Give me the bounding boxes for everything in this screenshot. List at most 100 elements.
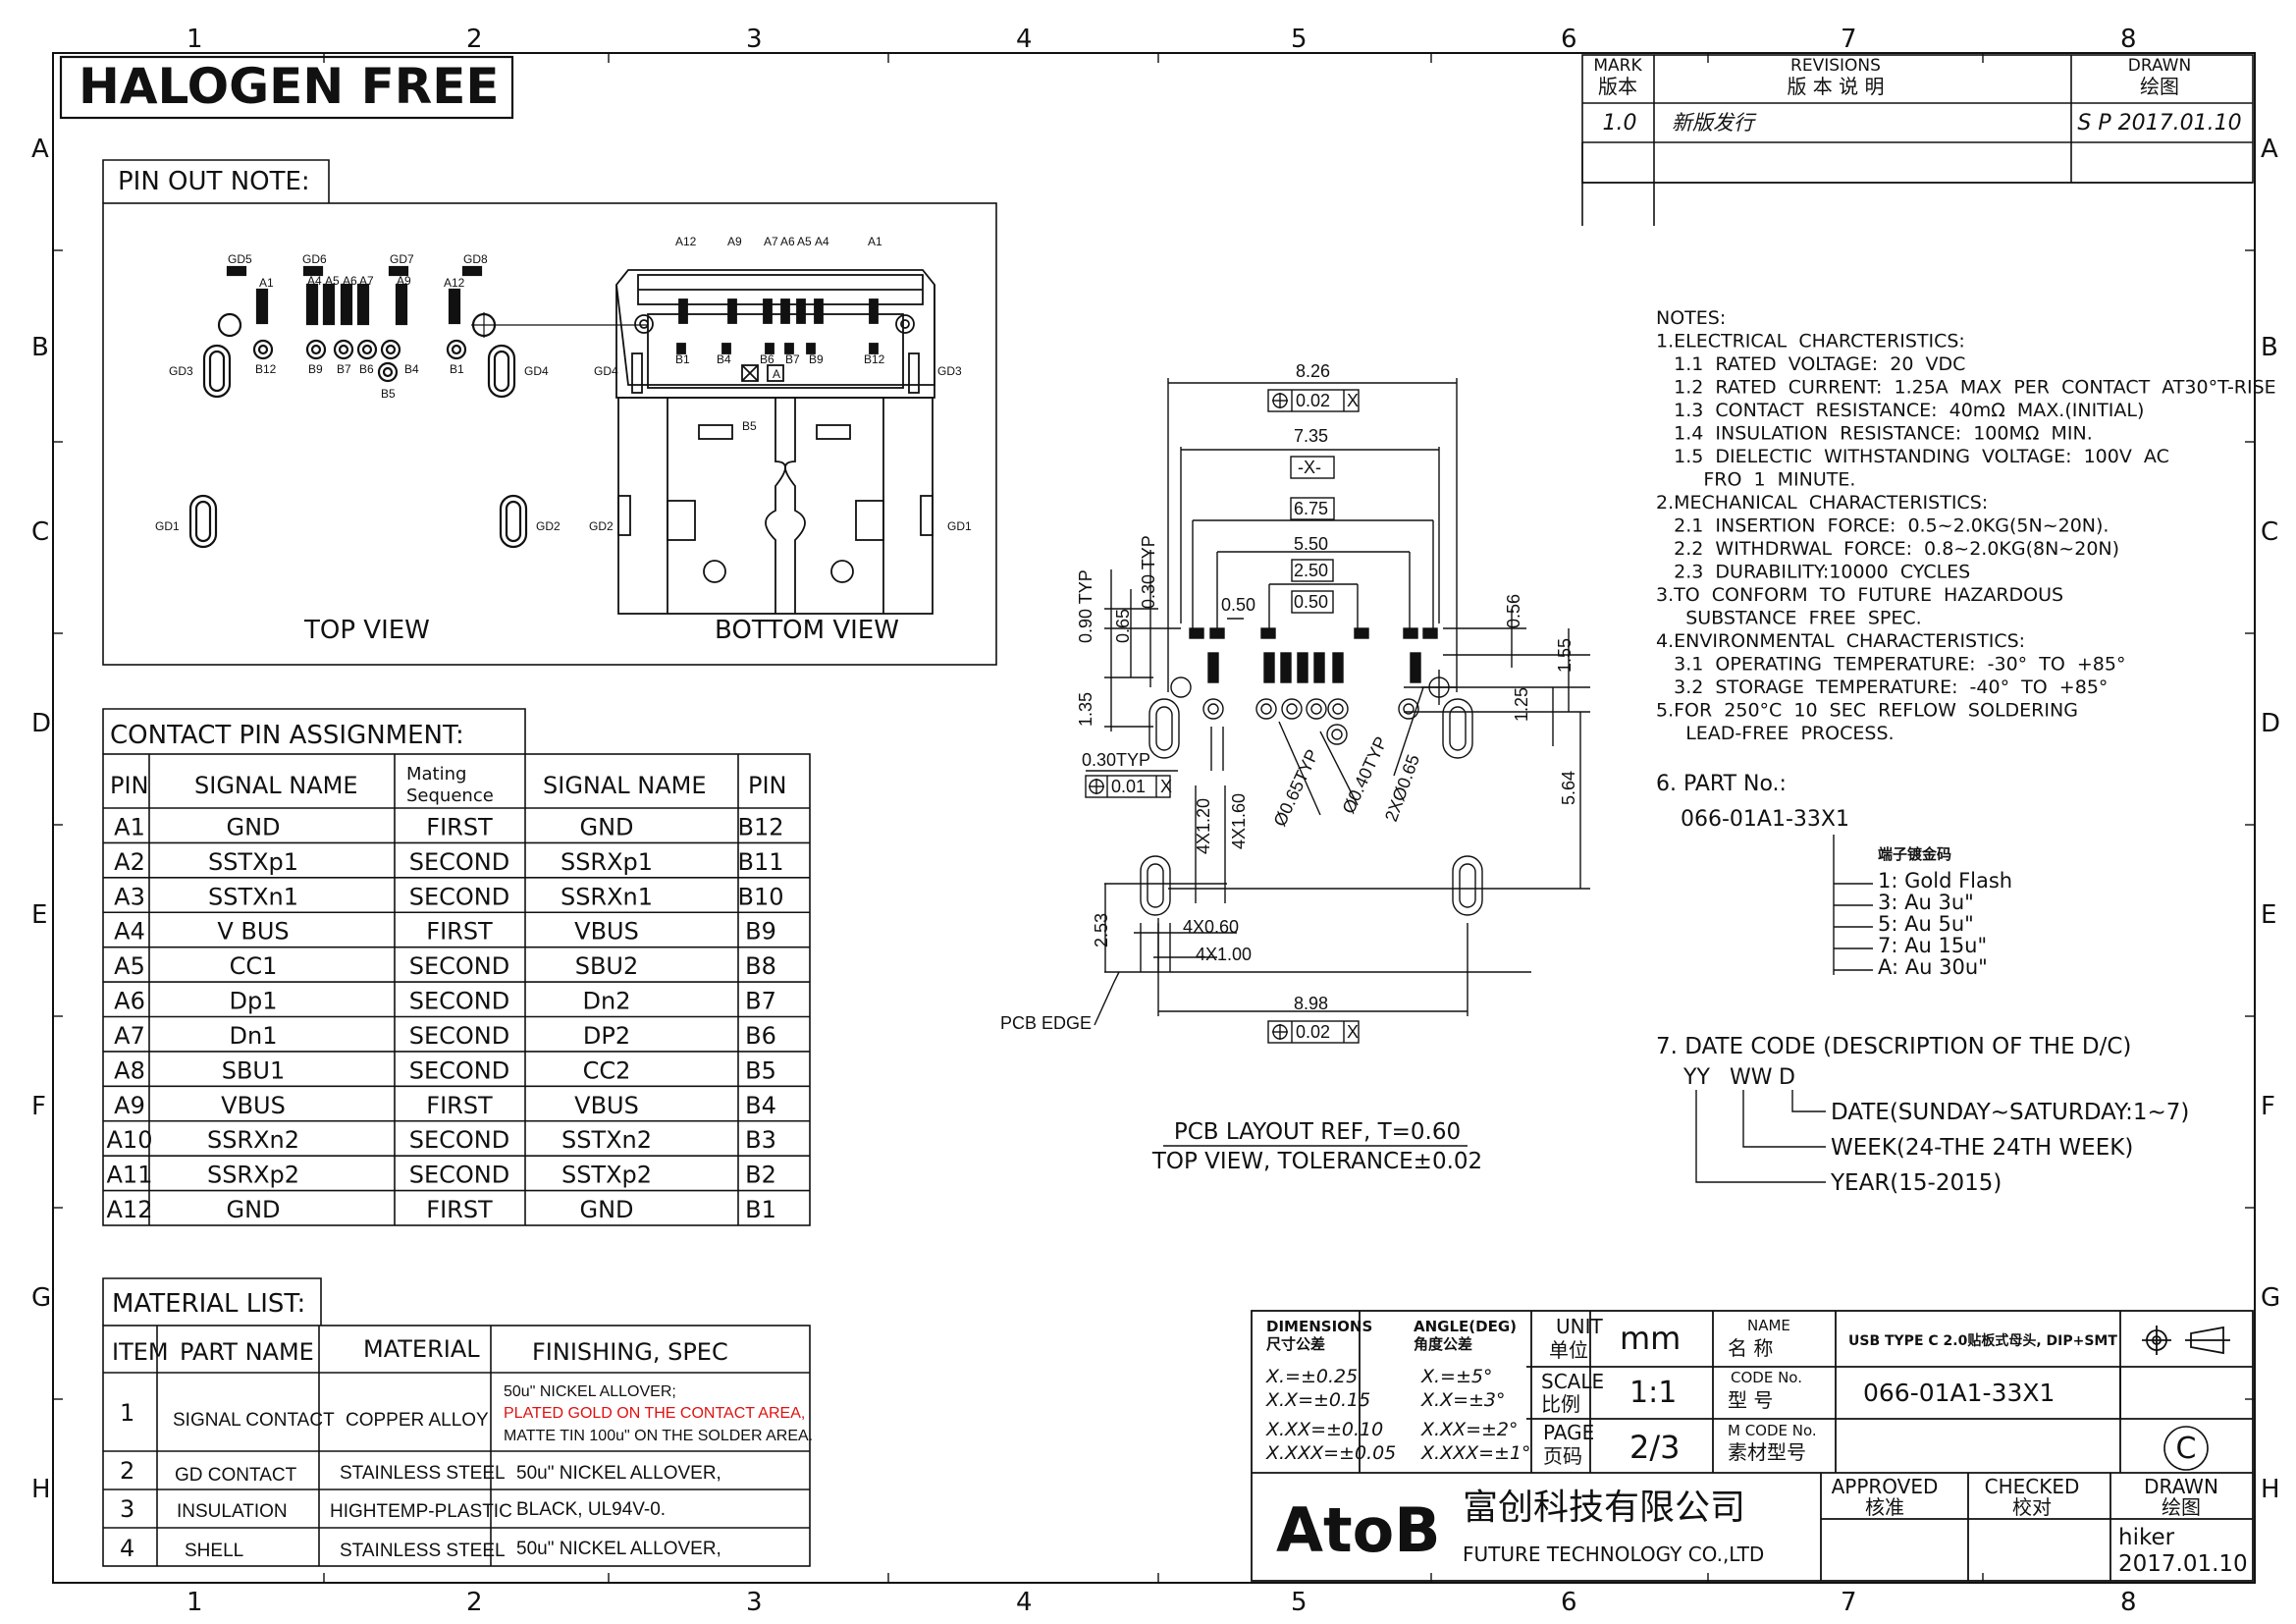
tb-dimensions-h-cn: 尺寸公差 (1266, 1335, 1325, 1353)
note-line: 1.ELECTRICAL CHARCTERISTICS: (1656, 331, 1965, 352)
top-gd4: GD4 (524, 364, 549, 378)
top-b4: B4 (404, 362, 419, 376)
col-6-bottom: 6 (1561, 1588, 1577, 1617)
material-row-1-item: 1 (120, 1399, 134, 1427)
bot-gd3: GD3 (937, 364, 962, 378)
contact-cell: GND (226, 813, 280, 840)
tb-ang-0: X.=±5° (1420, 1366, 1492, 1387)
material-row-2-spec: 50u" NICKEL ALLOVER, (516, 1463, 721, 1484)
rev-drawn-header: DRAWN (2128, 56, 2191, 76)
dim-2x-d0-65: 2XØ0.65 (1381, 752, 1423, 825)
contact-cell: GND (579, 1196, 633, 1223)
rev-mark-header-cn: 版本 (1598, 75, 1637, 98)
top-b5: B5 (381, 387, 396, 401)
material-h-material: MATERIAL (363, 1335, 480, 1363)
tb-drawn-by: hiker (2118, 1525, 2175, 1550)
dim-0-50-b: 0.50 (1221, 595, 1255, 615)
contact-cell: B10 (737, 883, 783, 910)
contact-cell: SECOND (409, 988, 509, 1015)
tb-rev-symbol: C (2176, 1432, 2197, 1466)
dim-0-30-typ-v: 0.30 TYP (1139, 535, 1158, 609)
top-a5: A5 (325, 274, 340, 288)
contact-title: CONTACT PIN ASSIGNMENT: (110, 721, 464, 750)
top-view-label: TOP VIEW (303, 616, 430, 645)
bottom-view-outline (615, 269, 935, 615)
tb-scale: 1:1 (1629, 1376, 1677, 1410)
dim-x-1: X (1347, 391, 1359, 410)
tb-tol-0: X.=±0.25 (1265, 1366, 1358, 1387)
contact-cell: GND (579, 813, 633, 840)
tb-approved-h-cn: 核准 (1865, 1495, 1904, 1519)
contact-pin-table (102, 708, 811, 1226)
contact-h-mating-1: Mating (406, 764, 466, 785)
tb-checked-h-cn: 校对 (2012, 1495, 2052, 1519)
dim-4x1-20: 4X1.20 (1194, 798, 1213, 854)
top-gd1: GD1 (155, 519, 180, 533)
tb-code-h: CODE No. (1731, 1369, 1802, 1386)
contact-cell: A8 (114, 1056, 145, 1084)
contact-cell: SECOND (409, 848, 509, 876)
contact-cell: SBU2 (575, 952, 639, 980)
contact-h-signal-b: SIGNAL NAME (543, 772, 707, 799)
note-line: 3.TO CONFORM TO FUTURE HAZARDOUS (1656, 584, 2063, 606)
rev-drawn-header-cn: 绘图 (2140, 75, 2179, 98)
row-A-right: A (2261, 135, 2278, 164)
plating-3: 3: Au 3u" (1878, 891, 1974, 914)
contact-cell: SECOND (409, 952, 509, 980)
bot-a12: A12 (675, 235, 697, 248)
dim-8-26: 8.26 (1296, 361, 1330, 381)
material-row-1-spec-1: 50u" NICKEL ALLOVER; (504, 1383, 676, 1400)
contact-cell: A6 (114, 988, 145, 1015)
dim-d0-40-typ: Ø0.40TYP (1338, 733, 1391, 817)
plating-a: A: Au 30u" (1878, 955, 1988, 979)
row-C-left: C (31, 517, 49, 547)
contact-cell: A2 (114, 848, 145, 876)
row-C-right: C (2261, 517, 2278, 547)
dim-5-50: 5.50 (1294, 534, 1328, 554)
contact-cell: CC1 (230, 952, 278, 980)
bot-b6: B6 (760, 352, 774, 366)
plating-1: 1: Gold Flash (1878, 869, 2012, 893)
contact-cell: Dn1 (230, 1022, 278, 1050)
dim-1-55: 1.55 (1555, 638, 1575, 673)
dim-tol-3: 0.02 (1296, 1022, 1330, 1042)
top-gd6: GD6 (302, 252, 327, 266)
tb-scale-h-cn: 比例 (1541, 1392, 1580, 1416)
pcb-caption-1: PCB LAYOUT REF, T=0.60 (1174, 1119, 1461, 1145)
dim-5-64: 5.64 (1559, 771, 1578, 805)
note-line: 3.1 OPERATING TEMPERATURE: -30° TO +85° (1656, 654, 2125, 676)
material-row-3-spec: BLACK, UL94V-0. (516, 1499, 666, 1520)
date-code-ww: WW (1730, 1065, 1773, 1090)
bot-a4: A4 (815, 235, 829, 248)
rev-mark-header: MARK (1593, 56, 1642, 76)
top-a9: A9 (397, 274, 411, 288)
tb-drawn-date: 2017.01.10 (2118, 1551, 2248, 1577)
note-line: 1.3 CONTACT RESISTANCE: 40mΩ MAX.(INITIA… (1656, 400, 2144, 421)
rev-revisions-header: REVISIONS (1790, 56, 1881, 76)
pcb-caption-2: TOP VIEW, TOLERANCE±0.02 (1151, 1149, 1482, 1174)
row-B-right: B (2261, 333, 2278, 362)
bot-a1: A1 (868, 235, 882, 248)
col-4-bottom: 4 (1016, 1588, 1033, 1617)
company-logo: AtoB (1276, 1494, 1440, 1566)
row-F-left: F (31, 1092, 46, 1121)
note-line: LEAD-FREE PROCESS. (1656, 723, 1895, 744)
part-no-value: 066-01A1-33X1 (1681, 807, 1849, 832)
col-1-bottom: 1 (187, 1588, 203, 1617)
contact-cell: SSRXn2 (207, 1126, 299, 1154)
contact-cell: SSTXn2 (561, 1126, 652, 1154)
contact-cell: VBUS (221, 1092, 286, 1119)
dim-7-35: 7.35 (1294, 426, 1328, 446)
contact-cell: SSTXp2 (561, 1162, 652, 1189)
material-row-1-spec-3: MATTE TIN 100u" ON THE SOLDER AREA. (504, 1428, 813, 1444)
col-2-bottom: 2 (466, 1588, 483, 1617)
row-B-left: B (31, 333, 49, 362)
note-line: 4.ENVIRONMENTAL CHARACTERISTICS: (1656, 630, 2025, 652)
top-a7: A7 (359, 274, 374, 288)
date-code-title: 7. DATE CODE (DESCRIPTION OF THE D/C) (1656, 1034, 2131, 1059)
contact-cell: B3 (745, 1126, 776, 1154)
contact-cell: SSTXp1 (208, 848, 298, 876)
contact-cell: FIRST (426, 918, 493, 946)
contact-cell: B9 (745, 918, 776, 946)
date-desc-week: WEEK(24-THE 24TH WEEK) (1831, 1135, 2133, 1161)
